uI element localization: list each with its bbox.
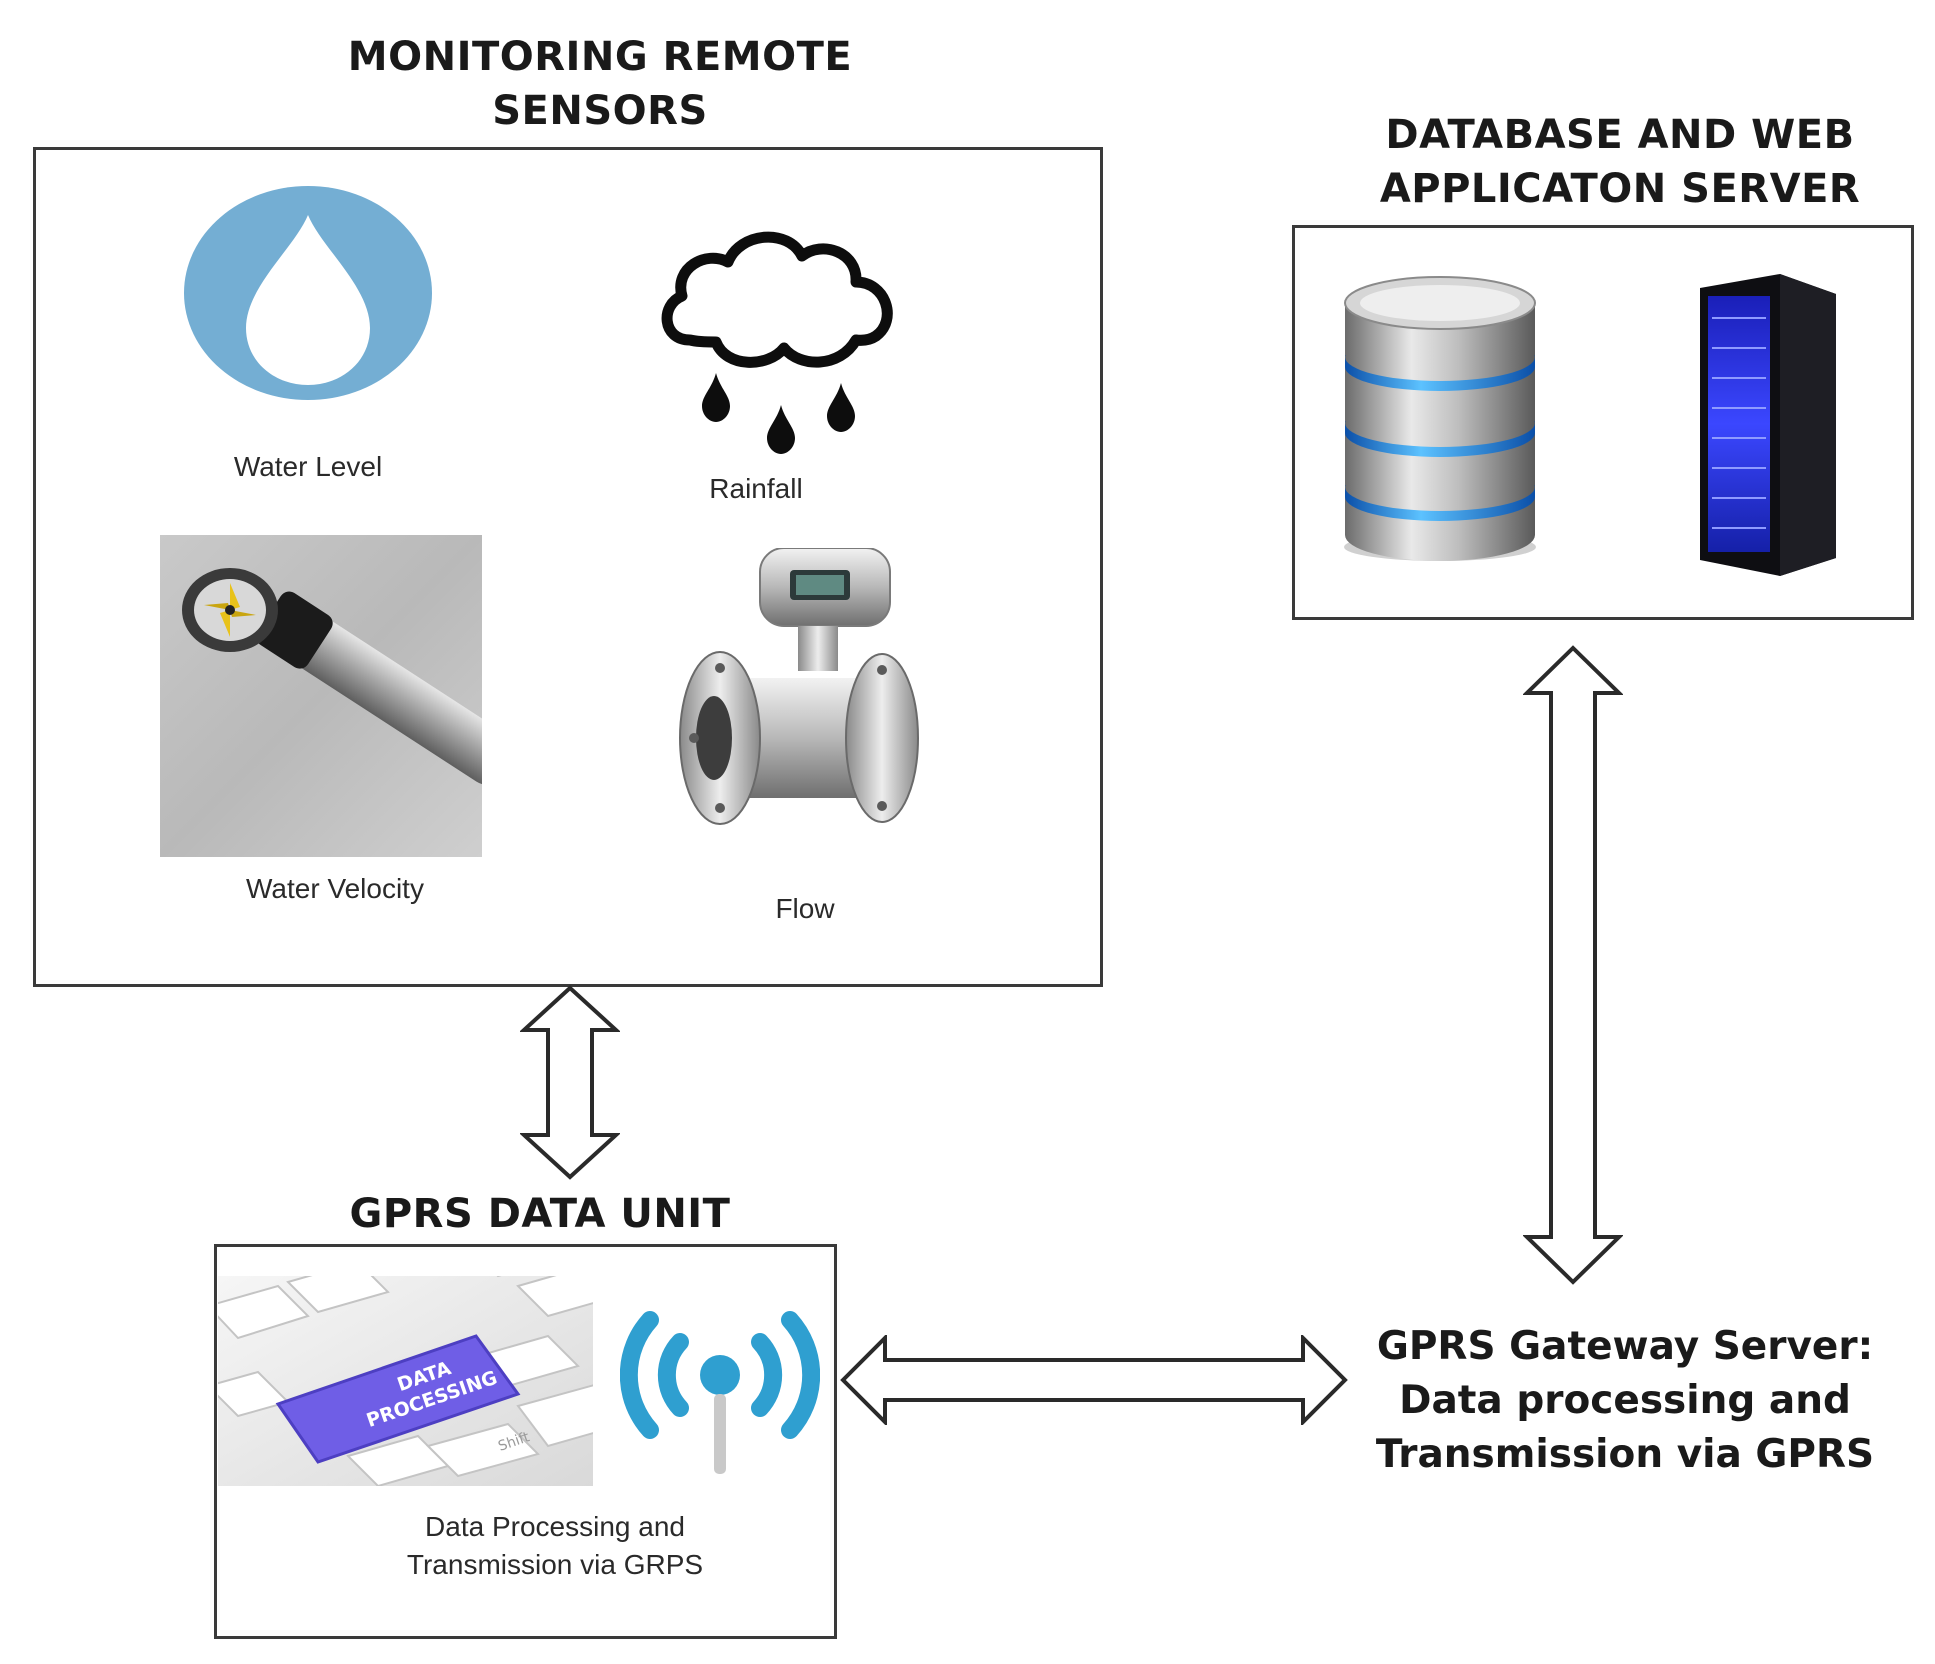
sensors-title-line2: SENSORS (492, 88, 708, 134)
server-title-line2: APPLICATON SERVER (1379, 166, 1861, 212)
water-velocity-label: Water Velocity (246, 873, 424, 904)
server-title-line1: DATABASE AND WEB (1385, 112, 1855, 158)
flow-meter-image (670, 548, 930, 848)
gprs-unit-caption-line1: Data Processing and (425, 1511, 685, 1542)
gateway-line3: Transmission via GPRS (1375, 1432, 1875, 1477)
sensors-title-line1: MONITORING REMOTE (347, 34, 853, 80)
gprs-unit-title: GPRS DATA UNIT (349, 1191, 731, 1237)
server-gateway-arrow (1523, 645, 1623, 1285)
rainfall-label: Rainfall (709, 473, 803, 504)
flow-label: Flow (775, 893, 835, 924)
sensors-gprs-arrow (520, 985, 620, 1180)
database-icon (1335, 275, 1545, 565)
gprs-unit-caption-line2: Transmission via GRPS (406, 1549, 704, 1580)
velocity-probe-image (160, 535, 482, 857)
gprs-unit-caption: Data Processing and Transmission via GRP… (330, 1508, 780, 1584)
gateway-server-text: GPRS Gateway Server: Data processing and… (1355, 1320, 1895, 1482)
keyboard-image: DATA PROCESSING Shift (218, 1276, 593, 1486)
water-drop-icon (183, 185, 433, 400)
gateway-line1: GPRS Gateway Server: (1376, 1324, 1874, 1369)
server-rack-icon (1690, 268, 1840, 578)
gprs-gateway-arrow (840, 1335, 1350, 1425)
gateway-line2: Data processing and (1399, 1378, 1851, 1423)
server-title: DATABASE AND WEB APPLICATON SERVER (1360, 108, 1880, 216)
sensors-title: MONITORING REMOTE SENSORS (290, 30, 910, 138)
rain-cloud-icon (650, 210, 910, 460)
water-level-label: Water Level (233, 451, 383, 482)
wireless-antenna-icon (620, 1290, 820, 1480)
